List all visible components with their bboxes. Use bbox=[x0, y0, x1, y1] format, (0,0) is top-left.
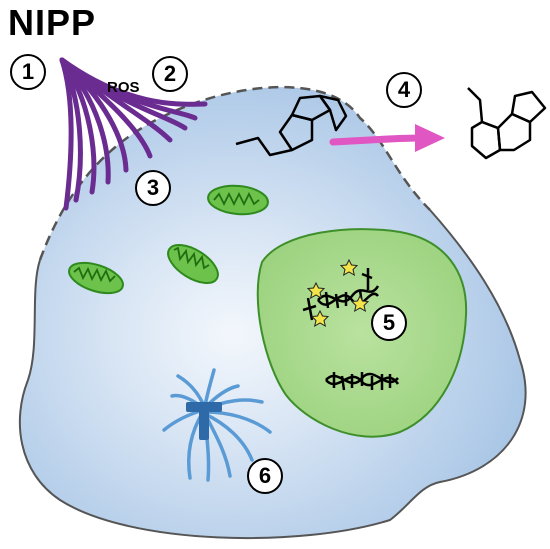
star-icon bbox=[306, 258, 370, 327]
molecule-icon bbox=[235, 94, 348, 157]
mitochondrion-icon bbox=[68, 261, 124, 295]
plasma-jet-icon bbox=[59, 57, 208, 211]
mitochondrion-icon bbox=[207, 184, 269, 216]
marker-3: 3 bbox=[135, 170, 171, 206]
mitochondrion-icon bbox=[167, 243, 219, 285]
centrosome bbox=[186, 402, 222, 440]
marker-4: 4 bbox=[386, 72, 422, 108]
nucleus bbox=[256, 228, 468, 438]
ros-label: ROS bbox=[107, 79, 140, 96]
marker-6: 6 bbox=[247, 458, 283, 494]
page-title: NIPP bbox=[8, 2, 97, 43]
cell-outline-solid bbox=[18, 209, 527, 540]
molecule-icon-outside bbox=[467, 87, 547, 160]
dna-helix-icon bbox=[325, 372, 400, 391]
arrow-icon bbox=[329, 124, 445, 152]
marker-1: 1 bbox=[10, 54, 46, 90]
marker-2: 2 bbox=[152, 56, 188, 92]
dna-helix-icon-damaged bbox=[302, 268, 380, 321]
marker-5: 5 bbox=[371, 305, 407, 341]
